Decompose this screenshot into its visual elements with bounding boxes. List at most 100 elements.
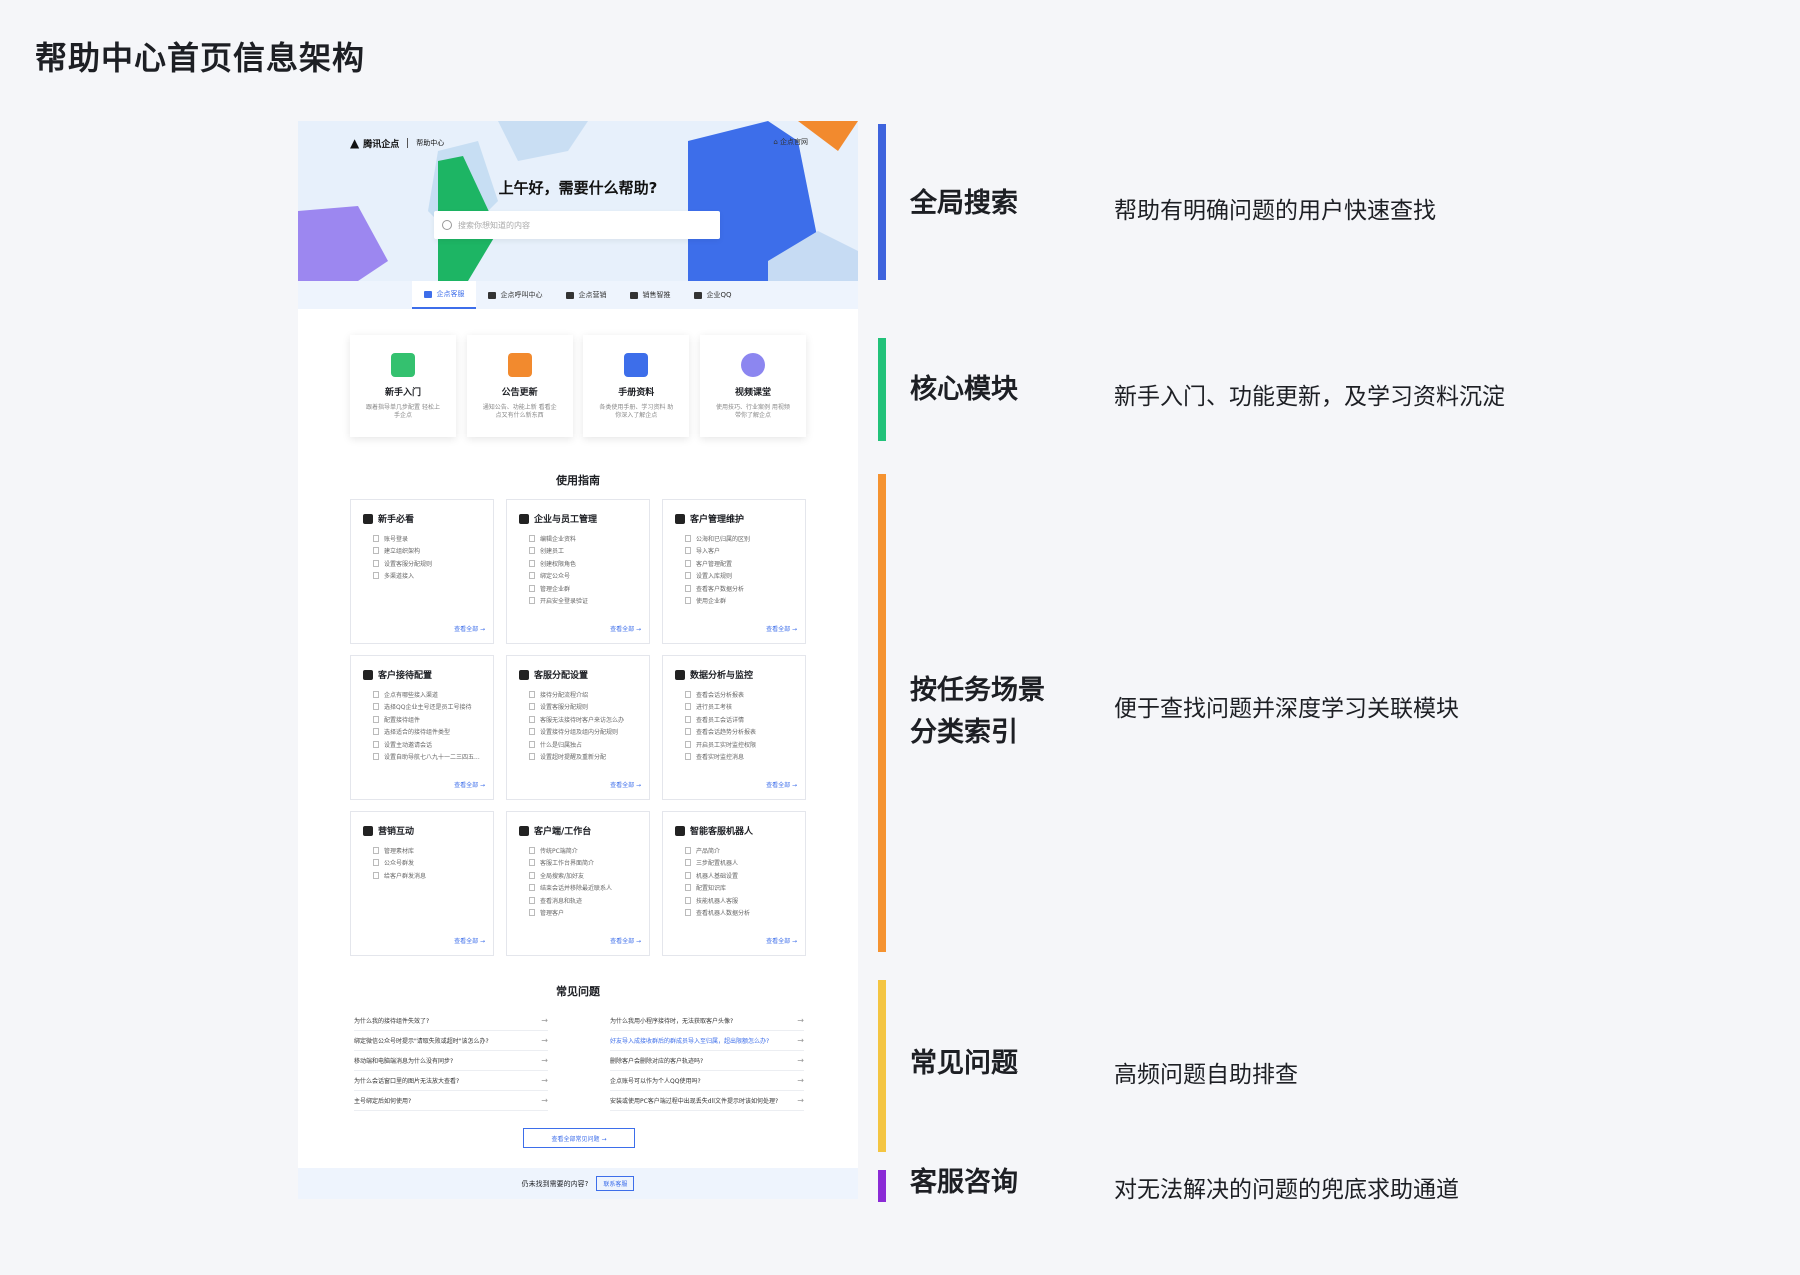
guide-link[interactable]: 导入客户 — [675, 545, 795, 558]
view-all-link[interactable]: 查看全部 → — [610, 782, 641, 789]
guide-icon — [675, 513, 685, 524]
guide-link[interactable]: 查看会话分析报表 — [675, 688, 795, 701]
guide-link[interactable]: 客服无法接待时客户来访怎么办 — [519, 713, 639, 726]
guide-link[interactable]: 机器人基础设置 — [675, 869, 795, 882]
core-module-card[interactable]: 视频课堂使用技巧、行业案例 用视频带你了解企点 — [699, 335, 806, 437]
search-input[interactable]: 搜索你想知道的内容 — [434, 211, 720, 239]
guide-link[interactable]: 客户管理配置 — [675, 557, 795, 570]
guide-card-title: 客户端/工作台 — [519, 824, 639, 837]
view-all-link[interactable]: 查看全部 → — [454, 782, 485, 789]
tab-item[interactable]: 企点营销 — [554, 281, 618, 309]
guide-link[interactable]: 查看客户数据分析 — [675, 582, 795, 595]
module-name: 视频课堂 — [734, 388, 771, 398]
guide-link[interactable]: 配置知识库 — [675, 882, 795, 895]
faq-item[interactable]: 移动端和电脑端消息为什么没有同步?→ — [354, 1051, 548, 1071]
faq-item[interactable]: 企点账号可以作为个人QQ使用吗?→ — [610, 1071, 804, 1091]
arrow-icon: → — [541, 1076, 548, 1085]
contact-button[interactable]: 联系客服 — [596, 1176, 635, 1191]
guide-link[interactable]: 公海和已归属的区别 — [675, 532, 795, 545]
guide-link[interactable]: 企点有哪些接入渠道 — [363, 688, 483, 701]
core-module-card[interactable]: 手册资料各类使用手册、学习资料 助你深入了解企点 — [583, 335, 690, 437]
guide-link[interactable]: 全局搜索/加好友 — [519, 869, 639, 882]
guide-link[interactable]: 传统PC端简介 — [519, 844, 639, 857]
faq-item[interactable]: 安装或使用PC客户端过程中出现丢失dll文件提示时该如何处理?→ — [610, 1091, 804, 1111]
tab-item[interactable]: 企业QQ — [682, 281, 743, 309]
home-link[interactable]: ⌂ 企点官网 — [773, 138, 808, 146]
footer-text: 仍未找到需要的内容? — [521, 1179, 589, 1188]
faq-item[interactable]: 为什么会话窗口里的图片无法放大查看?→ — [354, 1071, 548, 1091]
guide-link[interactable]: 选择适合的接待组件类型 — [363, 726, 483, 739]
guide-link[interactable]: 查看机器人数据分析 — [675, 907, 795, 920]
guide-link[interactable]: 技能机器人客服 — [675, 894, 795, 907]
guide-link[interactable]: 创建权限角色 — [519, 557, 639, 570]
view-all-link[interactable]: 查看全部 → — [454, 938, 485, 945]
logo[interactable]: ▲腾讯企点帮助中心 — [350, 136, 445, 150]
guide-link[interactable]: 查看员工会话详情 — [675, 713, 795, 726]
guide-link[interactable]: 设置客服分配规则 — [363, 557, 483, 570]
guide-link[interactable]: 三步配置机器人 — [675, 857, 795, 870]
section-label: 常见问题 — [910, 1048, 1018, 1079]
core-module-card[interactable]: 新手入门跟着指导单几步配置 轻松上手企点 — [350, 335, 456, 437]
faq-item[interactable]: 为什么我的接待组件失效了?→ — [354, 1011, 548, 1031]
faq-item[interactable]: 主号绑定后如何使用?→ — [354, 1091, 548, 1111]
guide-link[interactable]: 管理企业群 — [519, 582, 639, 595]
guide-link[interactable]: 给客户群发消息 — [363, 869, 483, 882]
view-all-link[interactable]: 查看全部 → — [610, 938, 641, 945]
section-bar-task — [878, 474, 886, 952]
guide-link[interactable]: 设置客服分配规则 — [519, 701, 639, 714]
guide-link[interactable]: 设置自助导航七八九十一二三四五... — [363, 751, 483, 764]
guide-link[interactable]: 结束会话并移除最近联系人 — [519, 882, 639, 895]
section-desc: 便于查找问题并深度学习关联模块 — [1114, 696, 1459, 722]
tab-item[interactable]: 企点呼叫中心 — [476, 281, 554, 309]
guide-link[interactable]: 客服工作台界面简介 — [519, 857, 639, 870]
view-all-link[interactable]: 查看全部 → — [766, 938, 797, 945]
module-icon — [740, 353, 765, 377]
section-bar-search — [878, 124, 886, 280]
guide-link[interactable]: 进行员工考核 — [675, 701, 795, 714]
guide-link[interactable]: 管理客户 — [519, 907, 639, 920]
view-all-link[interactable]: 查看全部 → — [766, 782, 797, 789]
guide-link[interactable]: 建立组织架构 — [363, 545, 483, 558]
view-all-link[interactable]: 查看全部 → — [454, 626, 485, 633]
faq-item[interactable]: 好友导入成接收群后的群成员导入至归属，超出限额怎么办?→ — [610, 1031, 804, 1051]
guide-link[interactable]: 开启员工实时监控权限 — [675, 738, 795, 751]
guide-link[interactable]: 编辑企业资料 — [519, 532, 639, 545]
section-label: 按任务场景 — [910, 675, 1045, 706]
guide-link[interactable]: 设置主动邀请会话 — [363, 738, 483, 751]
view-all-link[interactable]: 查看全部 → — [610, 626, 641, 633]
guide-link[interactable]: 绑定公众号 — [519, 570, 639, 583]
tab-item[interactable]: 销售智推 — [618, 281, 682, 309]
guide-link[interactable]: 配置接待组件 — [363, 713, 483, 726]
guide-link[interactable]: 设置入库规则 — [675, 570, 795, 583]
guide-link[interactable]: 查看消息和轨迹 — [519, 894, 639, 907]
guide-link[interactable]: 查看实时监控消息 — [675, 751, 795, 764]
guide-link[interactable]: 管理素材库 — [363, 844, 483, 857]
guide-link[interactable]: 选择QQ企业主号还是员工号接待 — [363, 701, 483, 714]
guide-card: 客服分配设置接待分配流程介绍设置客服分配规则客服无法接待时客户来访怎么办设置接待… — [506, 655, 650, 800]
guide-link[interactable]: 接待分配流程介绍 — [519, 688, 639, 701]
guide-link[interactable]: 查看会话趋势分析报表 — [675, 726, 795, 739]
guide-link[interactable]: 多渠道接入 — [363, 570, 483, 583]
section-label: 客服咨询 — [910, 1167, 1018, 1198]
faq-item[interactable]: 删除客户会删除对应的客户轨迹吗?→ — [610, 1051, 804, 1071]
guide-link[interactable]: 创建员工 — [519, 545, 639, 558]
faq-item[interactable]: 绑定微信公众号时提示"请取失败或超时"该怎么办?→ — [354, 1031, 548, 1051]
tab-item[interactable]: 企点客服 — [412, 281, 477, 309]
guide-link[interactable]: 设置接待分组及组内分配规则 — [519, 726, 639, 739]
core-module-card[interactable]: 公告更新通知公告、功能上新 看看企点又有什么新东西 — [466, 335, 573, 437]
guide-link[interactable]: 账号登录 — [363, 532, 483, 545]
guide-link[interactable]: 公众号群发 — [363, 857, 483, 870]
guide-link[interactable]: 设置超时提醒及重新分配 — [519, 751, 639, 764]
all-faq-button[interactable]: 查看全部常见问题 → — [523, 1128, 635, 1148]
guide-link[interactable]: 使用企业群 — [675, 595, 795, 608]
hero-decoration — [298, 121, 858, 281]
faq-item[interactable]: 为什么我用小程序接待时，无法获取客户头像?→ — [610, 1011, 804, 1031]
guide-card: 客户管理维护公海和已归属的区别导入客户客户管理配置设置入库规则查看客户数据分析使… — [662, 499, 806, 644]
arrow-icon: → — [541, 1016, 548, 1025]
guide-link[interactable]: 开启安全登录验证 — [519, 595, 639, 608]
contact-footer: 仍未找到需要的内容? 联系客服 — [298, 1168, 858, 1199]
guide-link[interactable]: 什么是归属独占 — [519, 738, 639, 751]
view-all-link[interactable]: 查看全部 → — [766, 626, 797, 633]
guide-link[interactable]: 产品简介 — [675, 844, 795, 857]
guide-icon — [519, 669, 529, 680]
